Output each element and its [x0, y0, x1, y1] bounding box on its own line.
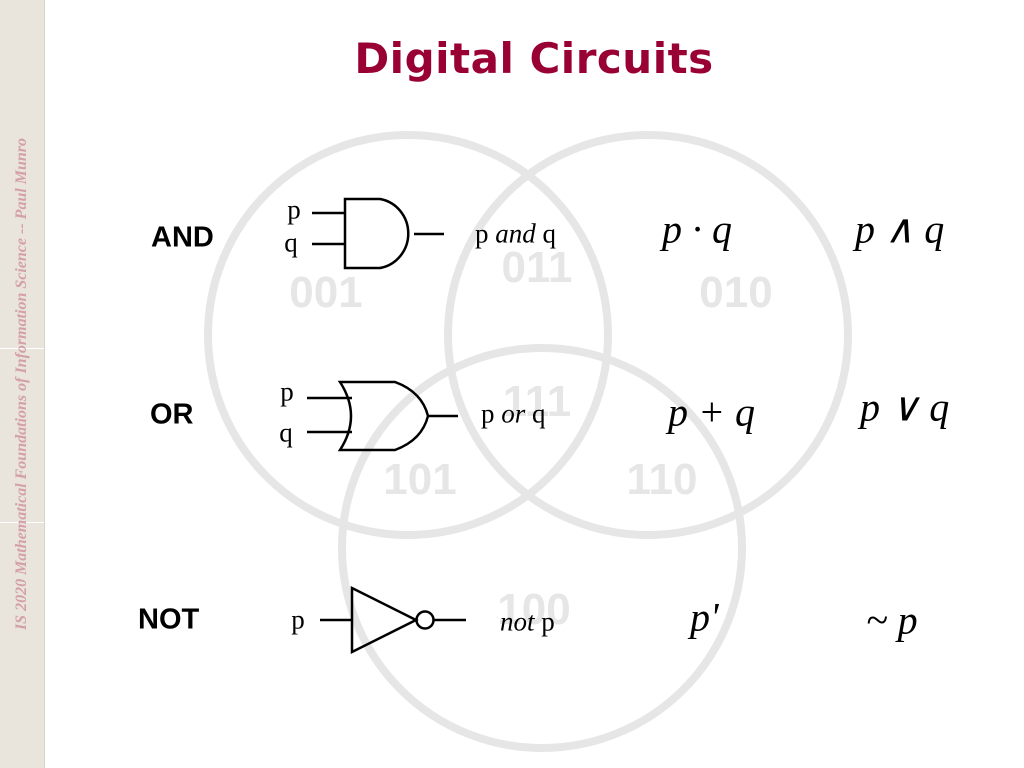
sidebar-divider: [0, 348, 44, 349]
and-expression-dot: p · q: [662, 206, 732, 252]
and-phrase: p and q: [475, 218, 556, 249]
venn-label: 110: [626, 455, 698, 504]
or-input-p: p: [280, 376, 294, 407]
or-input-q: q: [279, 417, 293, 448]
or-phrase: p or q: [481, 398, 546, 429]
venn-label: 010: [699, 268, 773, 317]
slide-title: Digital Circuits: [354, 34, 714, 83]
and-label: AND: [151, 221, 214, 254]
or-label: OR: [150, 398, 194, 431]
not-gate-symbol: [320, 585, 466, 655]
and-expression-wedge: p ∧ q: [855, 206, 945, 252]
sidebar-banner: IS 2020 Mathematical Foundations of Info…: [0, 0, 45, 768]
venn-circle-right: [444, 131, 852, 539]
not-label: NOT: [138, 603, 200, 636]
not-phrase: not p: [500, 606, 555, 637]
venn-circle-left: [204, 131, 612, 539]
or-gate-symbol: [307, 380, 458, 452]
and-gate-symbol: [312, 197, 444, 270]
venn-label: 100: [497, 585, 571, 634]
venn-label: 101: [383, 455, 457, 504]
sidebar-divider: [0, 522, 44, 523]
or-expression-plus: p + q: [668, 389, 755, 435]
and-input-q: q: [284, 227, 298, 258]
not-expression-prime: p': [690, 594, 719, 640]
and-input-p: p: [287, 194, 301, 225]
venn-label: 001: [289, 268, 363, 317]
not-expression-tilde: ~ p: [866, 597, 918, 643]
venn-label: 011: [501, 243, 573, 292]
venn-circle-bottom: [338, 344, 746, 752]
venn-label: 111: [502, 377, 572, 426]
or-expression-vee: p ∨ q: [860, 384, 950, 430]
not-input-p: p: [291, 604, 305, 635]
